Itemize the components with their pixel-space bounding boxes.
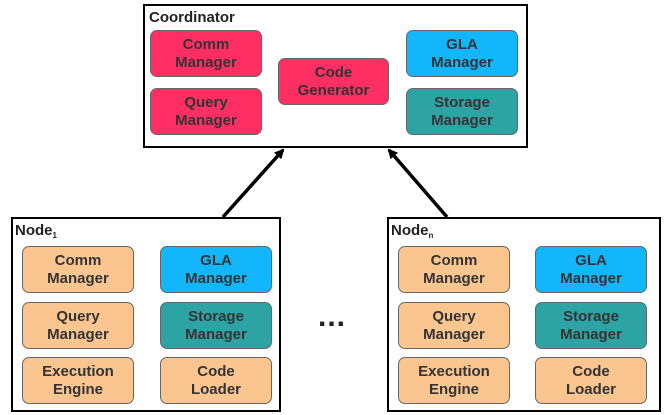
- node1-title-text: Node: [15, 222, 53, 239]
- coordinator-code-generator: Code Generator: [278, 58, 389, 105]
- coordinator-gla-manager: GLA Manager: [406, 30, 518, 77]
- arrow-noden-to-coordinator: [387, 148, 449, 219]
- node1-gla-manager: GLA Manager: [160, 246, 272, 293]
- node1-comm-manager: Comm Manager: [22, 246, 134, 293]
- noden-title-text: Node: [391, 222, 429, 239]
- node1-storage-manager: Storage Manager: [160, 302, 272, 349]
- node1-subscript: 1: [52, 231, 57, 240]
- node1-execution-engine: Execution Engine: [22, 357, 134, 404]
- noden-gla-manager: GLA Manager: [535, 246, 647, 293]
- node1-query-manager: Query Manager: [22, 302, 134, 349]
- noden-code-loader: Code Loader: [535, 357, 647, 404]
- noden-subscript: n: [428, 231, 434, 240]
- noden-title: Noden: [391, 223, 433, 240]
- noden-execution-engine: Execution Engine: [398, 357, 510, 404]
- node1-title: Node1: [15, 223, 57, 240]
- noden-query-manager: Query Manager: [398, 302, 510, 349]
- node1-code-loader: Code Loader: [160, 357, 272, 404]
- arrow-node1-to-coordinator: [221, 148, 285, 219]
- coordinator-title: Coordinator: [149, 9, 235, 26]
- noden-storage-manager: Storage Manager: [535, 302, 647, 349]
- coordinator-storage-manager: Storage Manager: [406, 88, 518, 135]
- noden-comm-manager: Comm Manager: [398, 246, 510, 293]
- coordinator-comm-manager: Comm Manager: [150, 30, 262, 77]
- coordinator-query-manager: Query Manager: [150, 88, 262, 135]
- ellipsis: ...: [318, 300, 347, 333]
